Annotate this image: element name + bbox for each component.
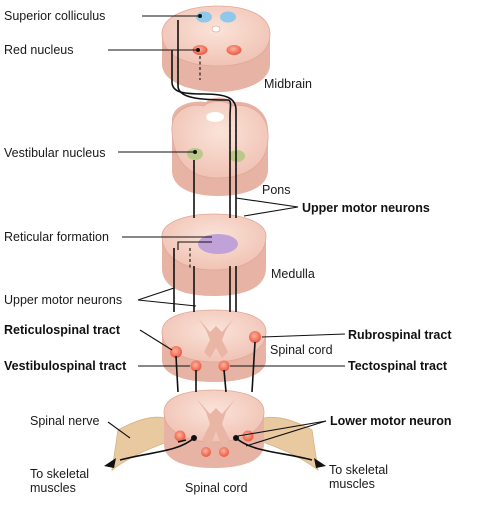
rubrospinal-tract-dot (249, 331, 261, 343)
spinal-nerve-left-bundle (111, 416, 173, 471)
lower-tract-dot-center-right (219, 447, 229, 457)
vestibular-nucleus-right (229, 150, 245, 162)
reticulospinal-tract-dot (170, 346, 182, 358)
red-nucleus-right (226, 45, 242, 55)
label-spinal-nerve: Spinal nerve (30, 414, 100, 428)
label-rubrospinal-tract: Rubrospinal tract (348, 328, 452, 342)
lower-tract-dot-center-left (201, 447, 211, 457)
label-vestibulospinal-tract: Vestibulospinal tract (4, 359, 127, 373)
lower-tract-dot-left (174, 430, 186, 442)
spinal-cord-upper-section (161, 309, 267, 382)
lmn-axon-left (119, 437, 195, 461)
fourth-ventricle (206, 112, 224, 122)
descend-right-1 (223, 369, 227, 393)
label-spinal-cord-bottom: Spinal cord (185, 481, 248, 495)
lower-tract-dot-right (242, 430, 254, 442)
labels: Superior colliculus Red nucleus Midbrain… (4, 9, 452, 495)
medulla-section (161, 213, 267, 296)
label-superior-colliculus: Superior colliculus (4, 9, 105, 23)
spinal-nerve-right-bundle (257, 416, 319, 471)
tectospinal-tract-dot (218, 360, 230, 372)
label-lower-motor-neuron: Lower motor neuron (330, 414, 452, 428)
tract-lines (104, 20, 326, 468)
gray-matter-upper (198, 318, 234, 358)
superior-colliculus-right (220, 11, 236, 23)
reticular-formation-area (198, 234, 238, 254)
label-midbrain: Midbrain (264, 77, 312, 91)
label-to-skeletal-left-1: To skeletal (30, 467, 89, 481)
reticular-hook (177, 241, 212, 250)
label-to-skeletal-right-2: muscles (329, 477, 375, 491)
label-reticulospinal-tract: Reticulospinal tract (4, 323, 121, 337)
label-to-skeletal-right-1: To skeletal (329, 463, 388, 477)
arrow-right (314, 458, 326, 468)
descend-right-2 (251, 341, 256, 393)
cerebral-aqueduct (211, 25, 221, 33)
label-medulla: Medulla (271, 267, 315, 281)
leader-lines (107, 14, 346, 447)
vestibulospinal-tract-dot (190, 360, 202, 372)
label-red-nucleus: Red nucleus (4, 43, 74, 57)
arrow-left (104, 458, 116, 468)
label-upper-motor-neurons-left: Upper motor neurons (4, 293, 122, 307)
lmn-axon-right (235, 437, 313, 461)
rubrospinal-path (171, 50, 237, 312)
label-upper-motor-neurons-right: Upper motor neurons (302, 201, 430, 215)
label-spinal-cord-mid: Spinal cord (270, 343, 333, 357)
gray-matter-lower (196, 398, 236, 446)
label-pons: Pons (262, 183, 291, 197)
tectospinal-path (177, 20, 232, 312)
spinal-cord-lower-section (111, 389, 319, 471)
label-reticular-formation: Reticular formation (4, 230, 109, 244)
descend-left-1 (175, 355, 187, 443)
label-tectospinal-tract: Tectospinal tract (348, 359, 448, 373)
label-vestibular-nucleus: Vestibular nucleus (4, 146, 105, 160)
midbrain-slab-top (161, 5, 271, 67)
label-to-skeletal-left-2: muscles (30, 481, 76, 495)
pons-section (171, 97, 269, 196)
midbrain-section (161, 5, 271, 92)
